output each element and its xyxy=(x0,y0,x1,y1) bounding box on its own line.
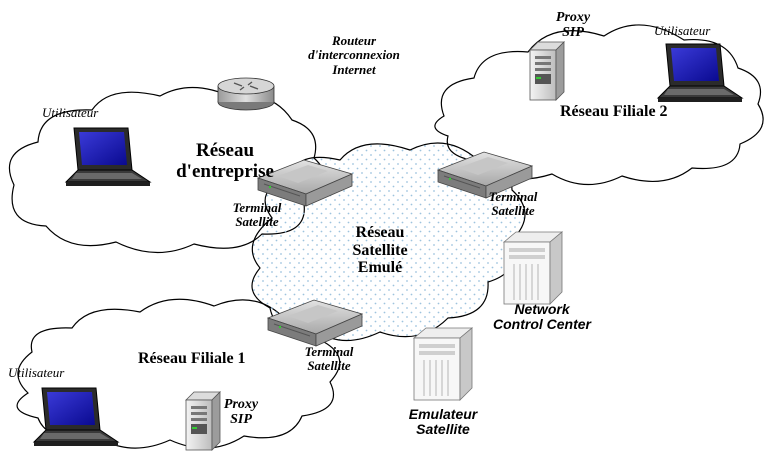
user-label-filiale-2: Utilisateur xyxy=(654,23,711,38)
terminal-satellite-label-filiale-2: Terminal Satellite xyxy=(488,189,538,219)
proxy-sip-label-filiale-2: Proxy SIP xyxy=(555,10,591,41)
reseau-filiale-2-label: Réseau Filiale 2 xyxy=(560,103,668,120)
emulateur-satellite-server-icon xyxy=(413,327,473,401)
user-label-filiale-1: Utilisateur xyxy=(8,365,65,380)
reseau-satellite-label: Réseau Satellite Emulé xyxy=(352,224,408,277)
proxy-server-filiale-2-icon xyxy=(529,41,565,101)
user-label-entreprise: Utilisateur xyxy=(42,105,99,120)
emulateur-satellite-label: Emulateur Satellite xyxy=(408,406,478,438)
network-control-center-label: Network Control Center xyxy=(493,301,591,333)
router-icon xyxy=(217,77,275,111)
terminal-satellite-label-filiale-1: Terminal Satellite xyxy=(304,344,354,374)
network-control-center-server-icon xyxy=(503,231,563,305)
terminal-satellite-label-entreprise: Terminal Satellite xyxy=(232,200,282,230)
reseau-entreprise-label: Réseau d'entreprise xyxy=(176,140,274,182)
reseau-filiale-1-label: Réseau Filiale 1 xyxy=(138,350,246,367)
router-label: Routeur d'interconnexion Internet xyxy=(308,33,400,77)
proxy-sip-label-filiale-1: Proxy SIP xyxy=(223,397,259,428)
proxy-server-filiale-1-icon xyxy=(185,391,221,451)
